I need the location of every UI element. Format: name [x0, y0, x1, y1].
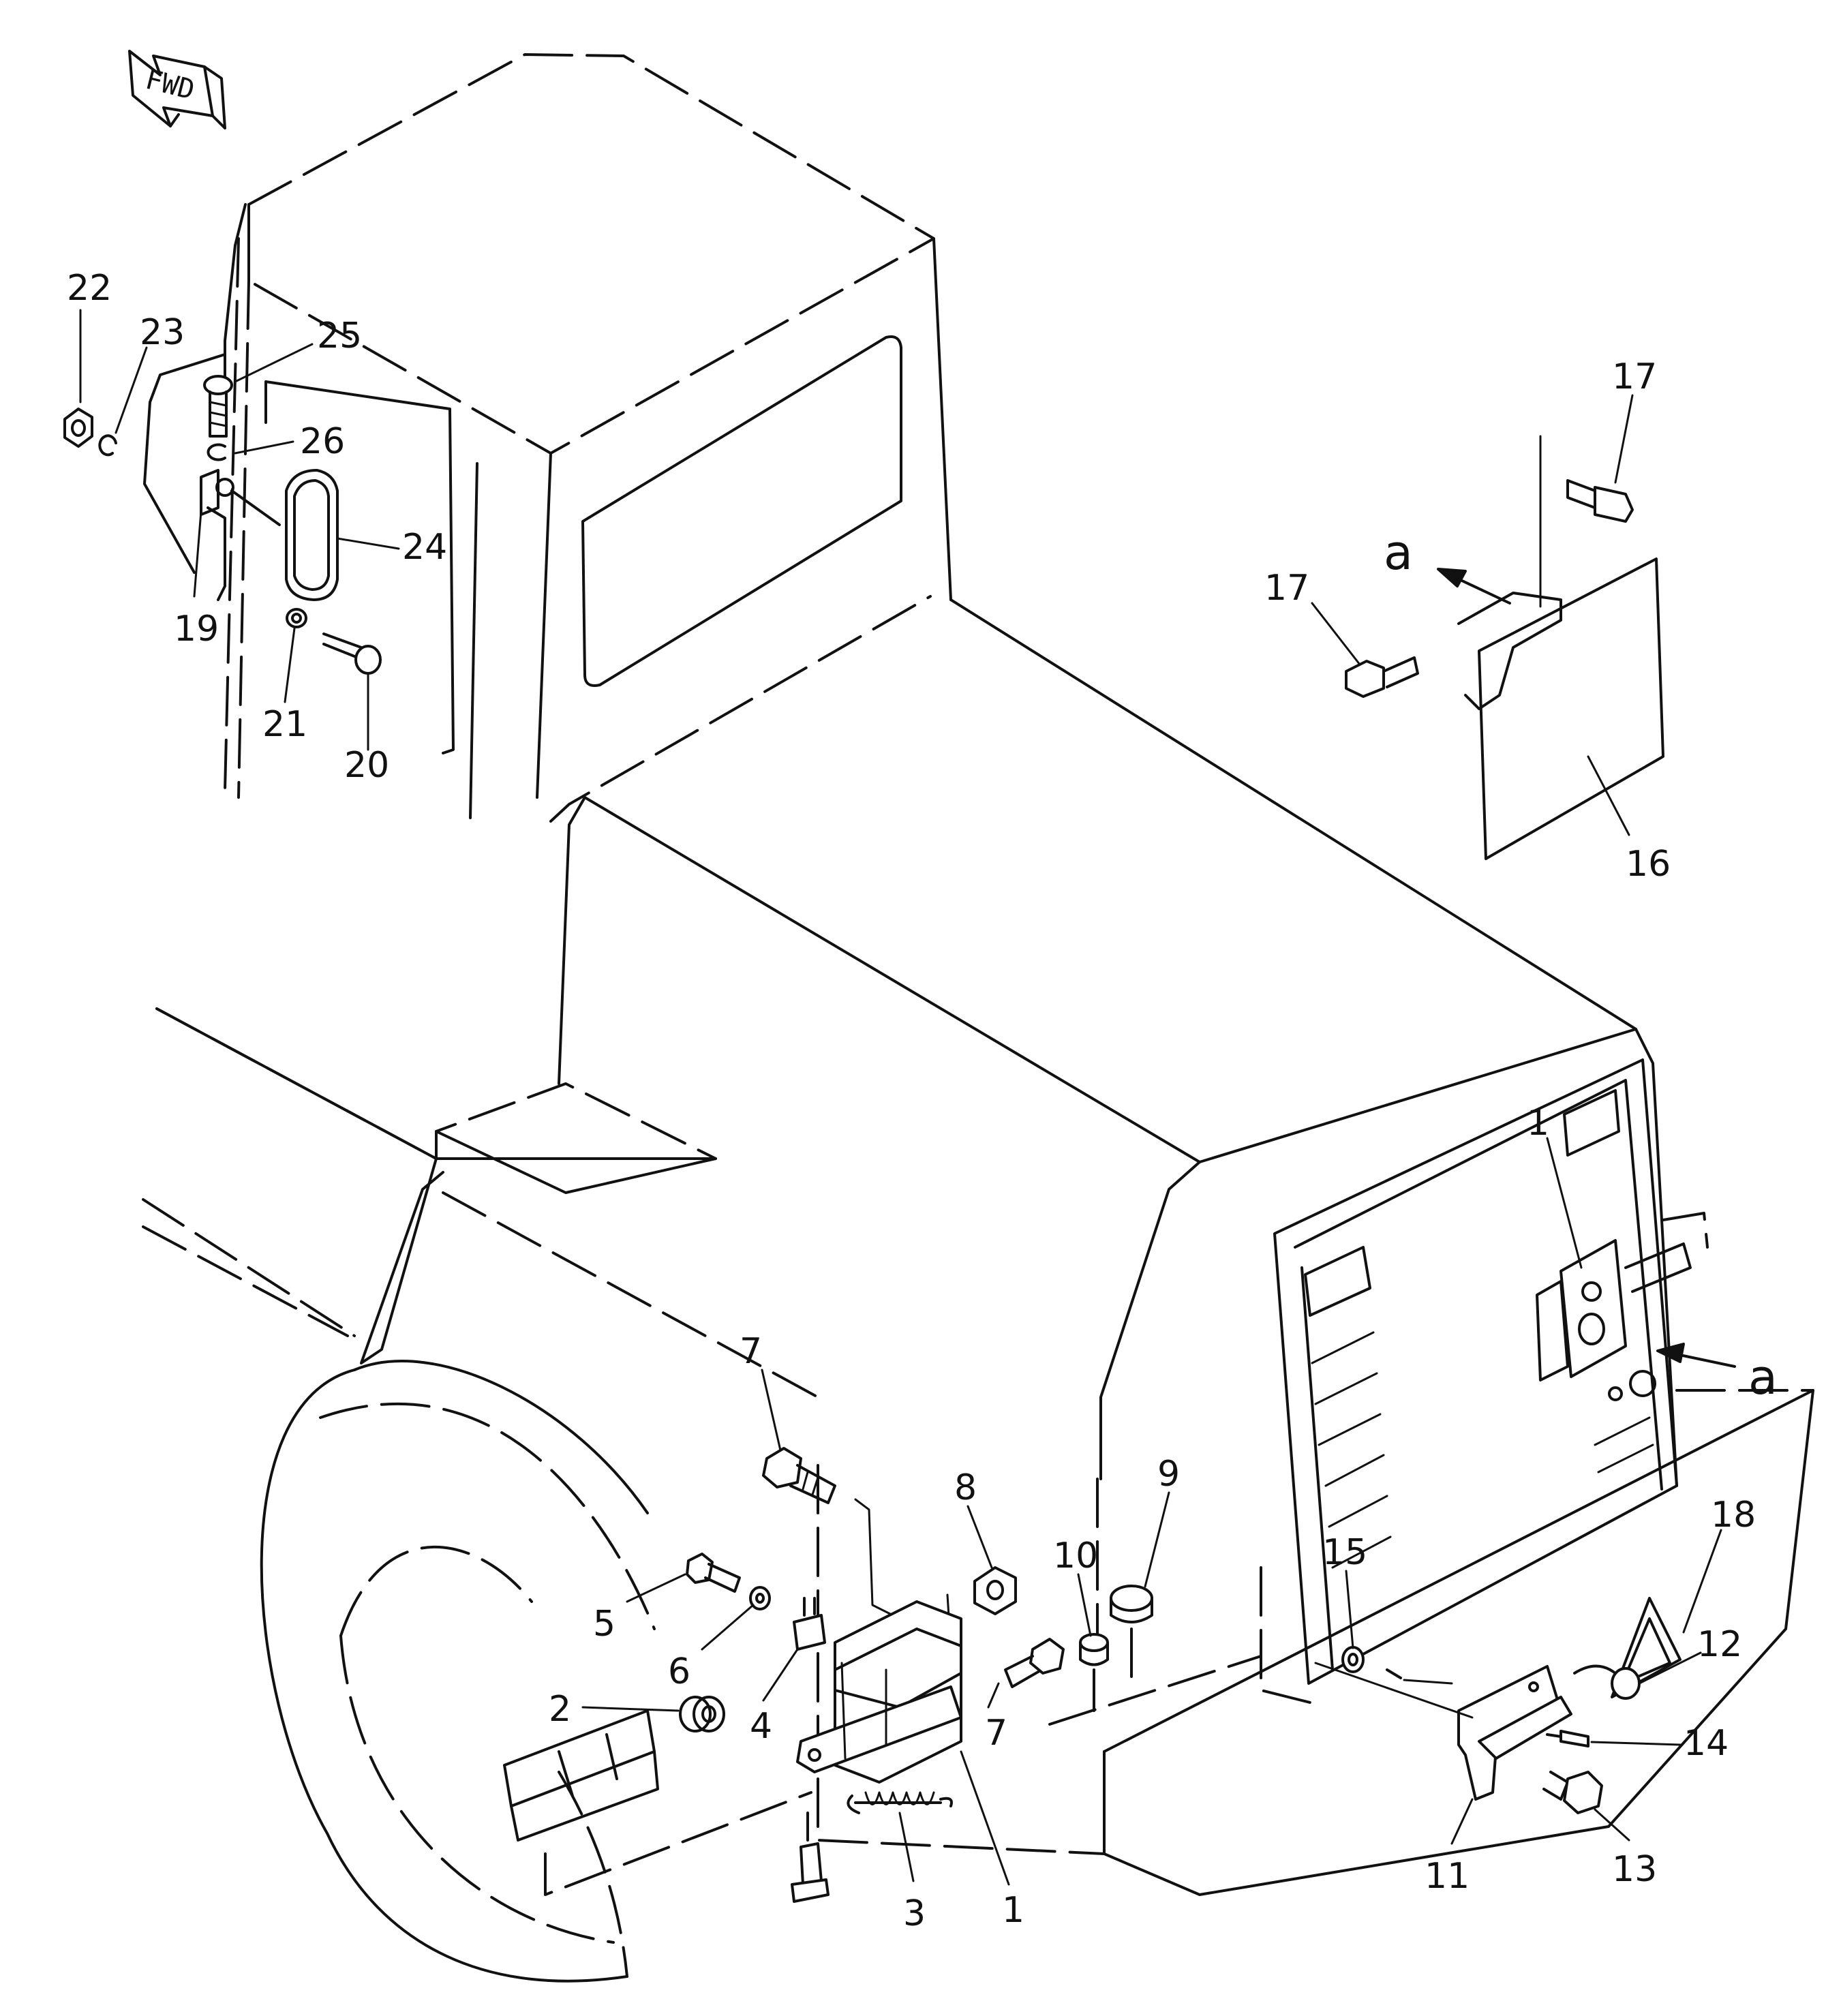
lower-bolt — [791, 1812, 830, 1903]
callout-10: 10 — [1053, 1536, 1098, 1576]
part-25-screw — [203, 375, 233, 438]
part-16-cover-plate — [1457, 435, 1664, 860]
part-1-hinge-upper — [1536, 1212, 1709, 1401]
part-3-spring — [847, 1791, 953, 1814]
part-9-plug — [1110, 1585, 1153, 1685]
fender-deck — [142, 1007, 1099, 1637]
view-marker-upper: a — [1384, 525, 1413, 581]
part-24-mirror — [285, 469, 339, 601]
callout-16: 16 — [1626, 844, 1671, 885]
callout-17-upper: 17 — [1612, 356, 1657, 397]
callout-7-lower: 7 — [985, 1713, 1007, 1754]
front-bumper — [817, 1389, 1814, 1896]
part-7-bolt-lower — [987, 1638, 1065, 1709]
callout-8: 8 — [954, 1467, 977, 1508]
part-17-bolt-lower — [1345, 656, 1419, 698]
callout-7-upper: 7 — [740, 1331, 762, 1372]
part-21-washer — [286, 608, 307, 628]
callout-5: 5 — [593, 1604, 615, 1645]
part-11-plate-bracket — [1457, 1665, 1572, 1801]
part-6-washer — [749, 1586, 771, 1610]
view-marker-lower: a — [1748, 1349, 1778, 1405]
harness-wire — [1314, 1662, 1474, 1719]
callout-15: 15 — [1322, 1532, 1367, 1573]
hood-outline — [549, 595, 1678, 1705]
callout-24: 24 — [402, 527, 447, 568]
part-22-nut — [63, 408, 93, 448]
callout-23: 23 — [140, 312, 185, 353]
callout-6: 6 — [668, 1651, 690, 1692]
part-7-bolt-upper — [762, 1447, 836, 1504]
part-15-grommet — [1341, 1646, 1402, 1679]
leader-7-upper — [854, 1498, 908, 1623]
callout-leaders — [79, 309, 1722, 1886]
connector-pin — [1403, 1679, 1453, 1685]
part-13-bolt — [1542, 1771, 1603, 1814]
view-arrow-upper: a — [1384, 525, 1511, 605]
part-20-bolt — [322, 632, 382, 675]
callout-1-lower: 1 — [1002, 1890, 1024, 1931]
part-23-washer — [98, 434, 117, 457]
callout-17-lower: 17 — [1264, 568, 1309, 609]
callout-14: 14 — [1684, 1723, 1729, 1764]
callout-labels: 22 23 25 26 24 19 21 20 17 17 16 1 7 8 1… — [67, 268, 1756, 1934]
front-tire — [260, 1360, 656, 1983]
callout-22: 22 — [67, 268, 112, 309]
part-19-bracket — [200, 469, 281, 601]
part-26-washer — [207, 443, 226, 461]
callout-2: 2 — [549, 1689, 571, 1730]
part-1-hinge-lower — [796, 1600, 962, 1784]
tail-lamp — [503, 1709, 812, 1896]
callout-25: 25 — [317, 316, 362, 356]
part-17-bolt-upper — [1566, 479, 1634, 523]
fwd-arrow-icon: FWD — [128, 50, 226, 129]
callout-21: 21 — [262, 704, 307, 745]
callout-13: 13 — [1612, 1849, 1657, 1890]
view-arrow-lower: a — [1656, 1343, 1778, 1405]
part-4-connector — [793, 1597, 826, 1651]
callout-26: 26 — [300, 421, 345, 462]
part-12-lamp — [1573, 1664, 1641, 1700]
part-14-pin — [1546, 1730, 1589, 1747]
callout-19: 19 — [174, 609, 219, 650]
callout-20: 20 — [344, 745, 389, 786]
part-5-bolt — [686, 1553, 741, 1593]
callout-1-upper: 1 — [1527, 1103, 1549, 1144]
callout-4: 4 — [750, 1706, 772, 1747]
callout-11: 11 — [1425, 1856, 1470, 1897]
part-2-grommet — [679, 1696, 725, 1732]
callout-12: 12 — [1697, 1624, 1742, 1665]
part-10-plug — [1079, 1633, 1109, 1712]
callout-3: 3 — [903, 1893, 926, 1934]
cab-outline — [143, 53, 952, 819]
callout-9: 9 — [1157, 1454, 1180, 1495]
callout-18: 18 — [1711, 1495, 1756, 1536]
